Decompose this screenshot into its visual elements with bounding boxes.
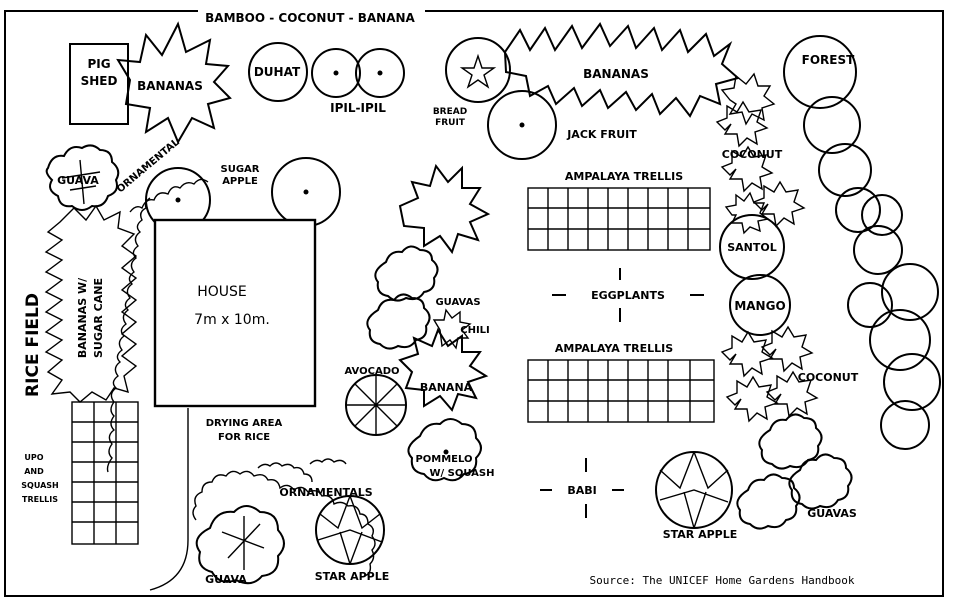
ipil-dot-1	[333, 70, 339, 76]
guava-mid-1	[374, 245, 439, 302]
bananas-sugar-cane-strip	[44, 204, 138, 403]
house-label: HOUSE	[197, 284, 247, 300]
sugar-apple-dot-1	[175, 197, 181, 203]
bread-fruit-label-2: FRUIT	[435, 118, 466, 128]
ornamentals-hedge-bottom	[192, 470, 376, 577]
coconut-top-cluster	[715, 72, 806, 235]
ornamentals-label: ORNAMENTALS	[279, 486, 372, 499]
mango-tree	[729, 274, 791, 336]
jack-fruit-tree	[487, 90, 557, 160]
pommelo-label-2: W/ SQUASH	[430, 468, 495, 479]
santol-tree	[719, 214, 785, 280]
ipil-ipil-tree-2	[355, 48, 405, 98]
guava-bottom-veins	[221, 516, 265, 570]
source-credit: Source: The UNICEF Home Gardens Handbook	[590, 574, 855, 587]
upo-squash-trellis	[71, 401, 139, 545]
ornamental-hedge-diag	[129, 178, 209, 213]
upo-squash-label-3: SQUASH	[21, 481, 58, 490]
jack-fruit-label: JACK FRUIT	[566, 128, 637, 141]
bananas-sugar-cane-label-1: BANANAS W/	[76, 277, 89, 358]
bananas-left-label: BANANAS	[137, 79, 203, 93]
coconut-top-label: COCONUT	[722, 148, 783, 161]
guava-left-label: GUAVA	[57, 174, 99, 187]
bananas-top-label: BANANAS	[583, 67, 649, 81]
chili-label: CHILI	[460, 325, 490, 336]
ornamentals-hedge-top	[257, 458, 347, 483]
star-apple-right-pattern	[659, 451, 729, 529]
coconut-right-cluster	[720, 325, 819, 423]
ornamental-hedge-left	[106, 197, 151, 473]
sugar-apple-label-1: SUGAR	[221, 164, 260, 175]
guavas-right-trees	[736, 413, 853, 530]
pommelo-tree	[407, 418, 482, 482]
star-apple-right-label: STAR APPLE	[663, 528, 738, 541]
eggplants-label: EGGPLANTS	[591, 289, 665, 302]
star-apple-bottom-pattern	[317, 495, 383, 565]
coconut-right-label: COCONUT	[798, 371, 859, 384]
guavas-mid-label: GUAVAS	[435, 297, 480, 308]
upo-squash-label-1: UPO	[24, 453, 43, 462]
upo-squash-label-2: AND	[24, 467, 44, 476]
ampalaya-trellis-2	[527, 359, 715, 423]
guava-bottom-tree	[195, 505, 285, 585]
guava-mid-2	[366, 293, 431, 350]
drying-area-label-2: FOR RICE	[218, 432, 270, 443]
pig-shed-label-1: PIG	[87, 57, 110, 71]
banana-mid-top-cluster	[398, 163, 491, 255]
pommelo-dot	[443, 449, 449, 455]
ipil-dot-2	[377, 70, 383, 76]
rice-field-label: RICE FIELD	[23, 293, 43, 397]
upo-squash-label-4: TRELLIS	[22, 495, 58, 504]
bread-fruit-label-1: BREAD	[433, 107, 467, 117]
house-size-label: 7m x 10m.	[194, 312, 270, 328]
guavas-right-label: GUAVAS	[807, 507, 857, 520]
pig-shed-label-2: SHED	[81, 74, 118, 88]
forest-trees	[783, 35, 941, 450]
ampalaya-trellis-1	[527, 187, 711, 251]
ipil-ipil-tree-1	[311, 48, 361, 98]
guava-left-veins	[61, 159, 101, 205]
guava-left-tree	[45, 144, 120, 211]
avocado-label: AVOCADO	[344, 366, 399, 377]
duhat-tree	[248, 42, 308, 102]
bananas-left-cluster	[116, 21, 232, 145]
footpath	[149, 408, 189, 591]
forest-label: FOREST	[802, 53, 855, 67]
avocado-pattern	[346, 375, 406, 435]
ampalaya-trellis-2-label: AMPALAYA TRELLIS	[555, 342, 673, 355]
house	[153, 218, 317, 408]
duhat-label: DUHAT	[254, 65, 301, 79]
santol-label: SANTOL	[727, 241, 777, 254]
jack-fruit-dot	[519, 122, 525, 128]
guava-bottom-label: GUAVA	[205, 573, 247, 586]
ipil-ipil-label: IPIL-IPIL	[330, 101, 386, 115]
bread-fruit-tree	[445, 37, 511, 103]
bread-fruit-star-icon	[459, 53, 497, 89]
star-apple-bottom-label: STAR APPLE	[315, 570, 390, 583]
babi-label: BABI	[567, 484, 596, 497]
drying-area-label-1: DRYING AREA	[206, 418, 283, 429]
border-top-label: BAMBOO - COCONUT - BANANA	[205, 11, 415, 25]
sugar-apple-label-2: APPLE	[222, 176, 258, 187]
eggplants-markers	[552, 268, 704, 322]
babi-markers	[540, 458, 624, 518]
bananas-sugar-cane-label-2: SUGAR CANE	[92, 278, 105, 358]
ampalaya-trellis-1-label: AMPALAYA TRELLIS	[565, 170, 683, 183]
plan-border	[4, 10, 944, 597]
banana-mid-cluster	[398, 327, 489, 412]
mango-label: MANGO	[734, 299, 785, 313]
sugar-apple-dot-2	[303, 189, 309, 195]
pig-shed	[69, 43, 129, 125]
banana-mid-label: BANANA	[420, 381, 473, 394]
pommelo-label-1: POMMELO	[415, 454, 472, 465]
